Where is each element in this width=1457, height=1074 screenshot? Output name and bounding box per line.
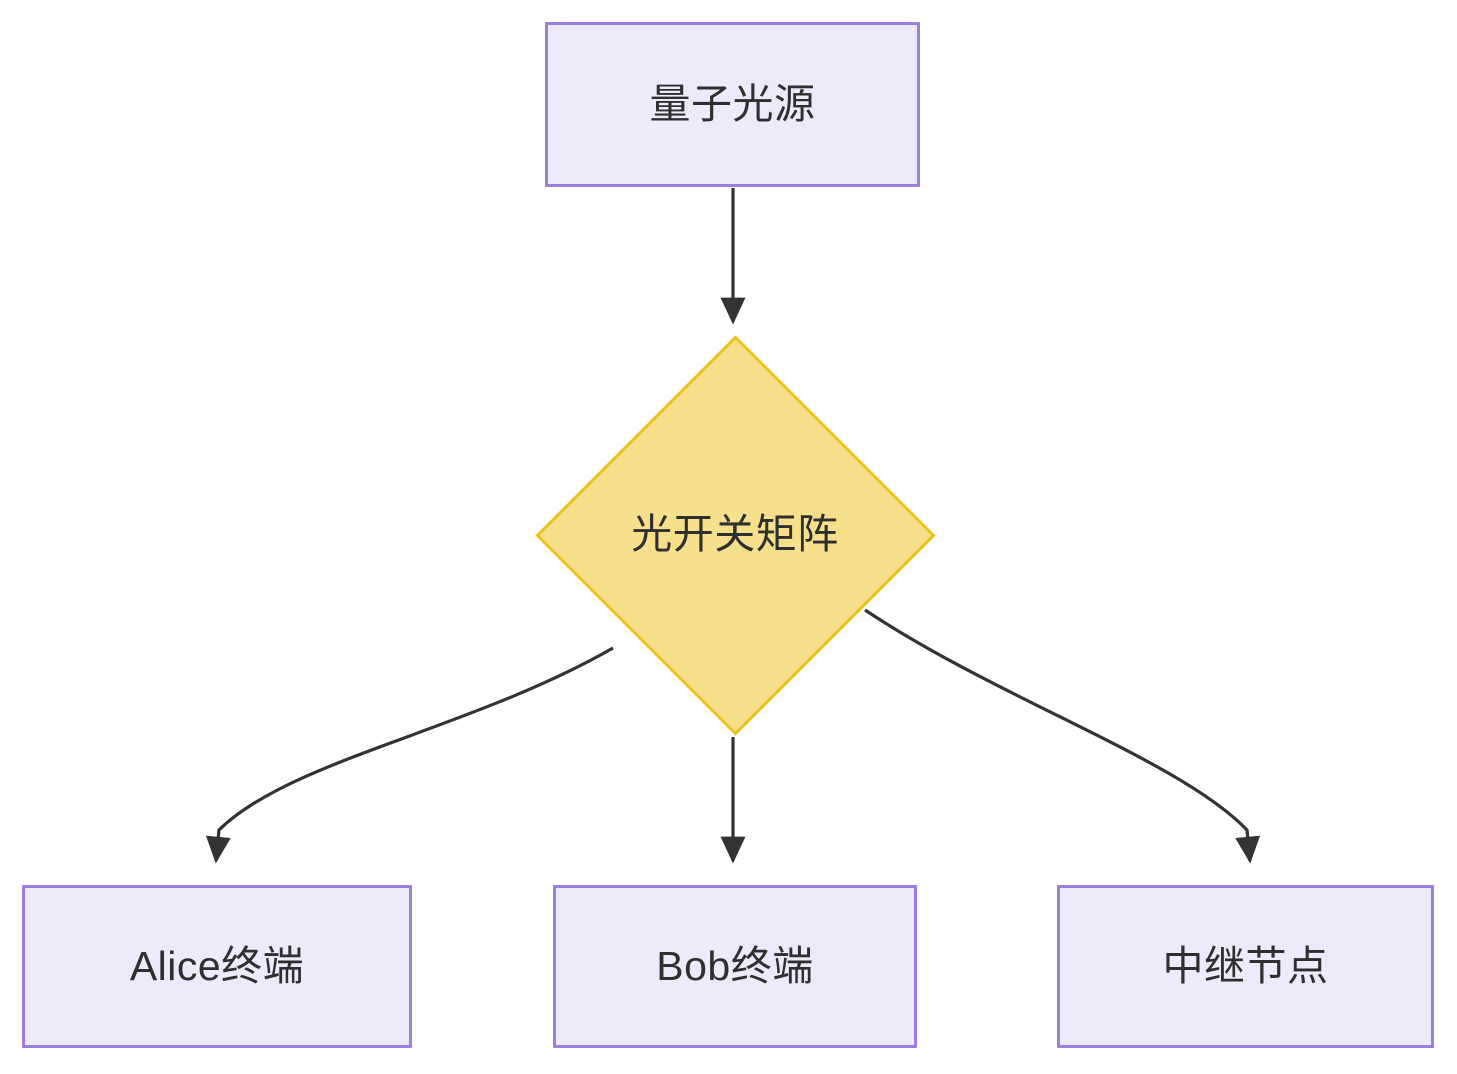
node-optical-switch-matrix[interactable]: 光开关矩阵 (534, 334, 936, 736)
node-label-source: 量子光源 (649, 80, 816, 127)
node-label-relay: 中继节点 (1162, 942, 1329, 989)
node-label-switch-matrix: 光开关矩阵 (631, 511, 839, 558)
node-alice-terminal[interactable]: Alice终端 (22, 885, 412, 1048)
node-relay-node[interactable]: 中继节点 (1057, 885, 1434, 1048)
node-bob-terminal[interactable]: Bob终端 (553, 885, 917, 1048)
node-quantum-light-source[interactable]: 量子光源 (545, 22, 920, 187)
node-label-bob: Bob终端 (656, 942, 814, 989)
node-label-alice: Alice终端 (129, 942, 305, 989)
